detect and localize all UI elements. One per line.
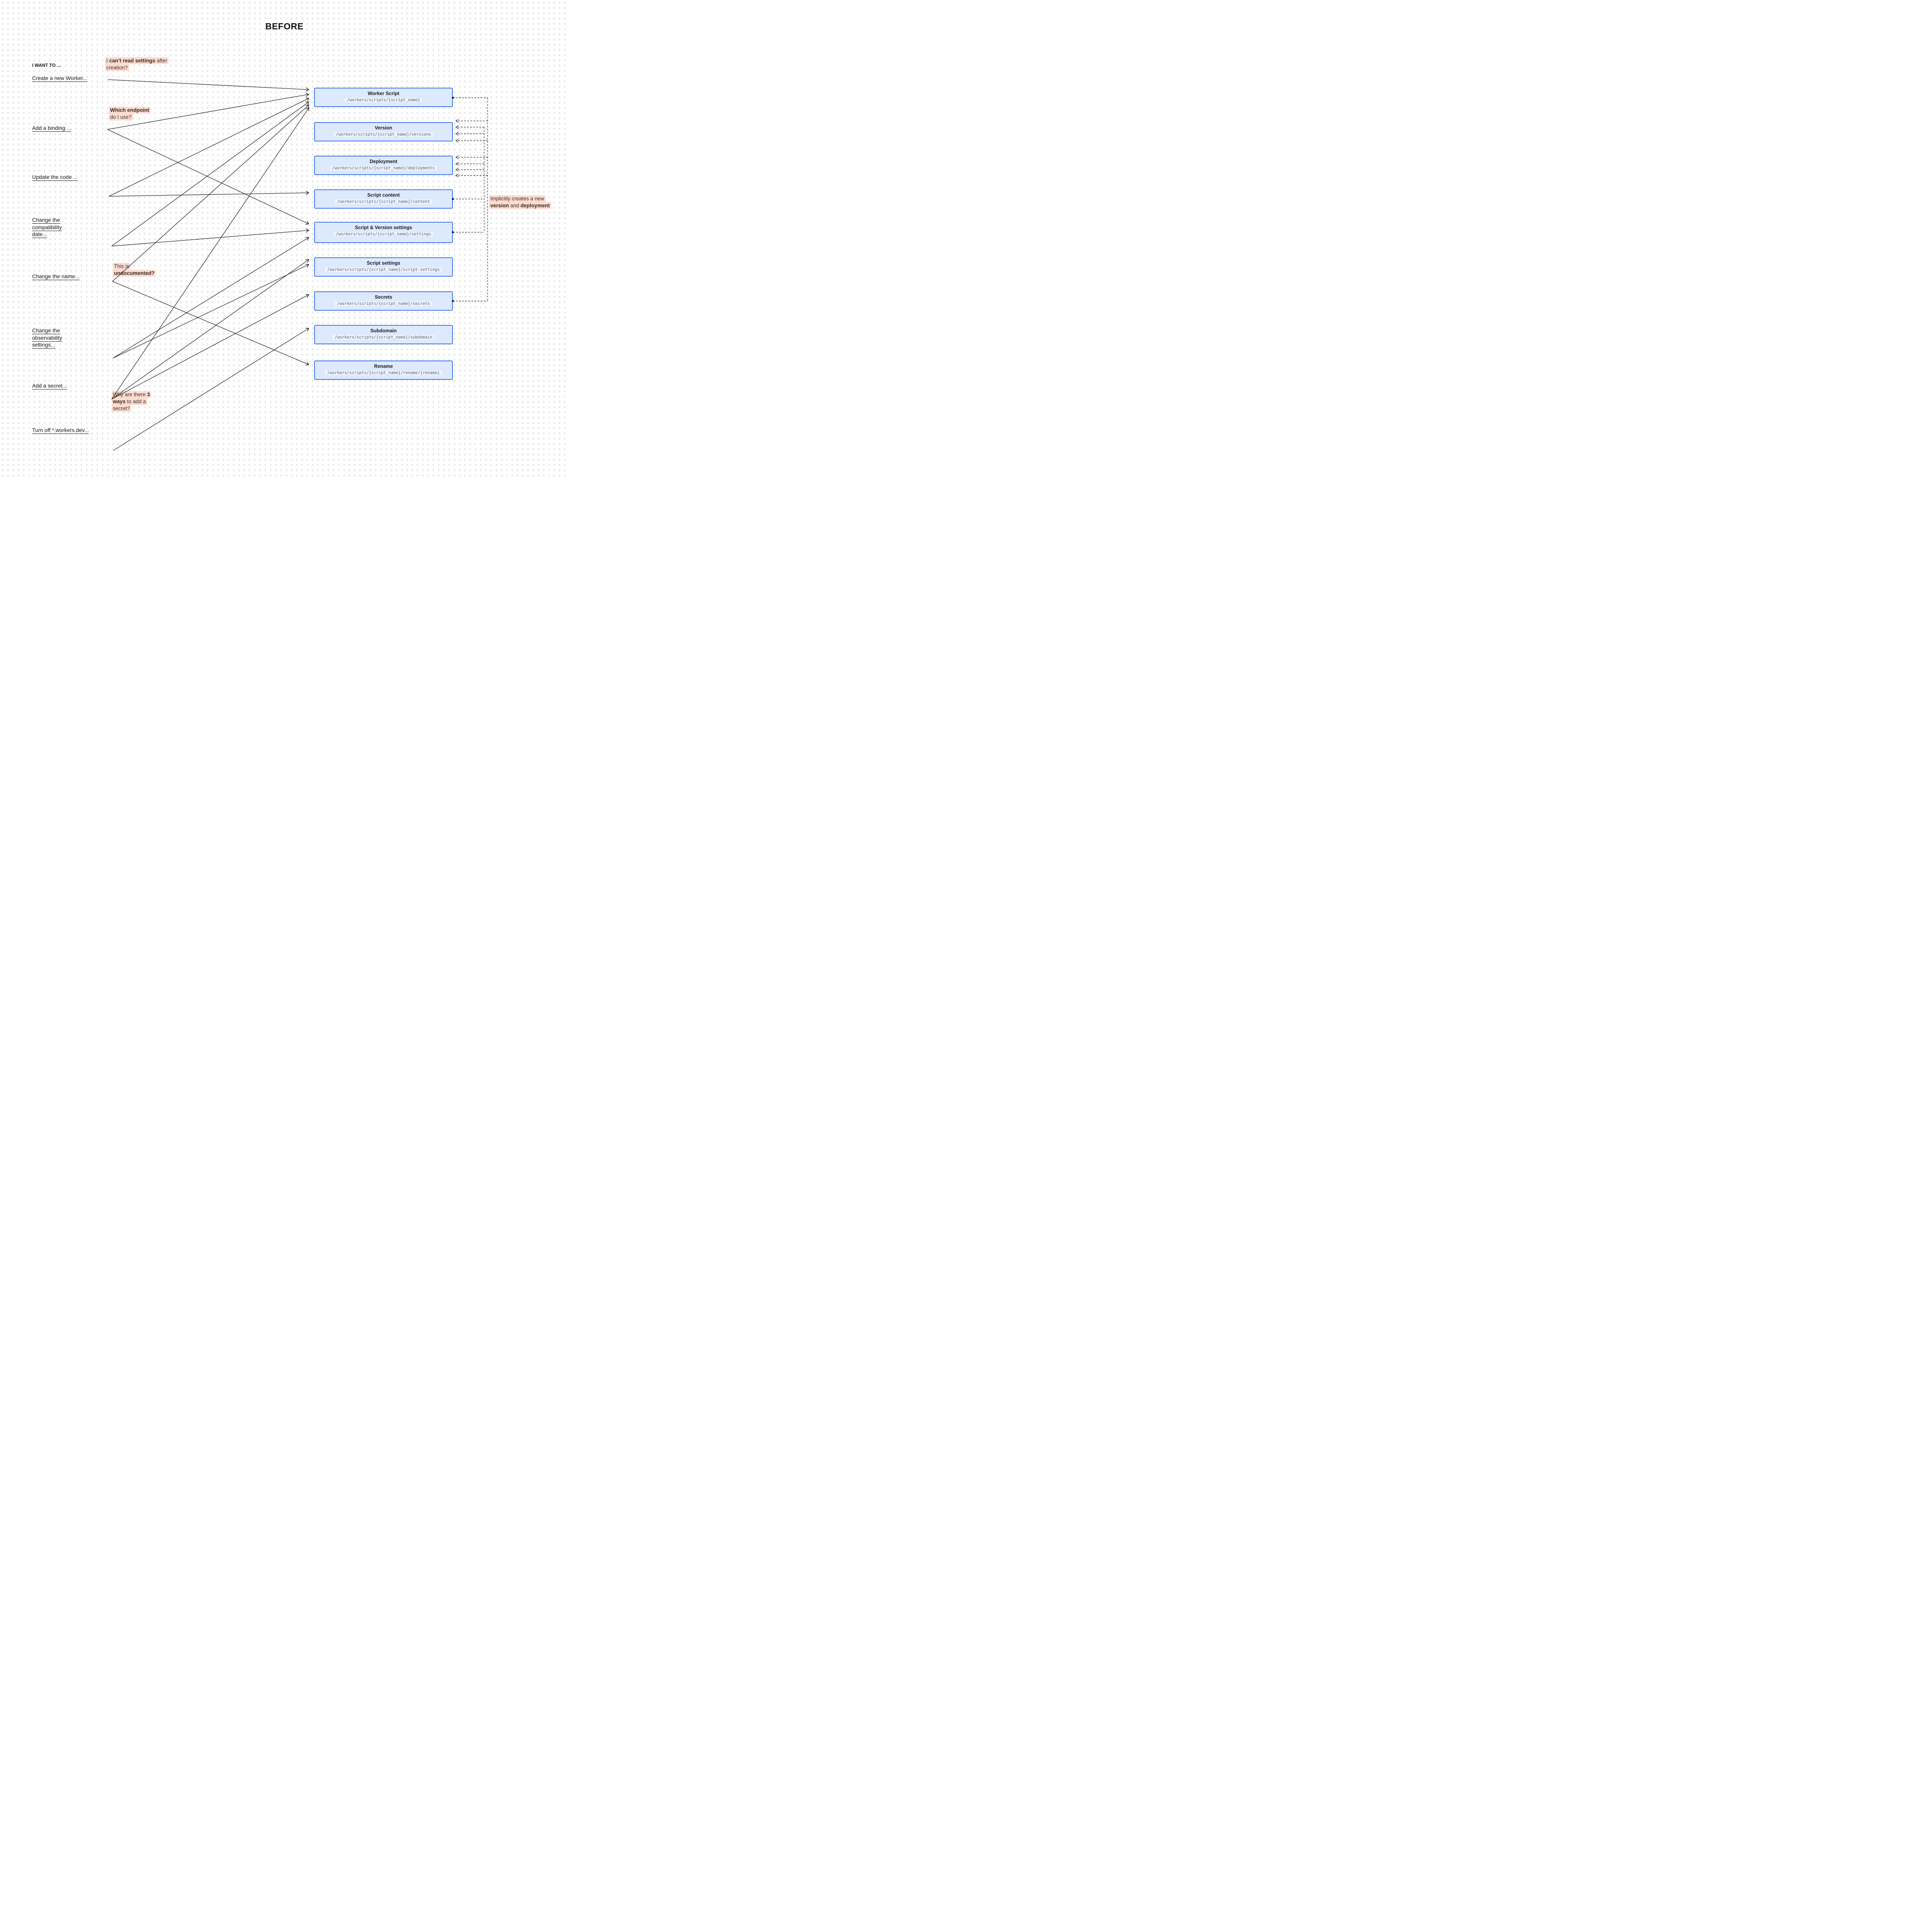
arrow-compat-to-svs xyxy=(111,228,310,247)
endpoint-box-worker-script: Worker Script/workers/scripts/{script_na… xyxy=(314,88,453,107)
task-link-create[interactable]: Create a new Worker... xyxy=(32,75,87,81)
endpoint-path: /workers/scripts/{script_name} xyxy=(344,98,423,102)
task-link-update[interactable]: Update the code ... xyxy=(32,174,78,180)
annotation-implicit: Implicitly creates a new version and dep… xyxy=(489,195,563,209)
endpoint-title: Script settings xyxy=(367,260,400,266)
endpoint-title: Worker Script xyxy=(367,91,400,96)
arrow-update-to-script-content xyxy=(109,190,310,197)
task-link-binding[interactable]: Add a binding ... xyxy=(32,125,71,131)
endpoint-path: /workers/scripts/{script_name}/script-se… xyxy=(325,267,442,272)
annotation-text: Implicitly creates a new xyxy=(490,196,544,201)
annotation-text: deployment xyxy=(520,202,550,208)
diagram-canvas: BEFORE I WANT TO ... Create a new Worker… xyxy=(0,0,569,477)
endpoint-box-svs: Script & Version settings/workers/script… xyxy=(314,222,453,243)
endpoint-title: Deployment xyxy=(369,159,398,164)
endpoint-path: /workers/scripts/{script_name}/content xyxy=(335,199,432,204)
arrow-compat-to-worker-script xyxy=(111,101,310,247)
endpoint-box-subdomain: Subdomain/workers/scripts/{script_name}/… xyxy=(314,325,453,344)
left-column-heading: I WANT TO ... xyxy=(32,63,61,68)
endpoint-box-rename: Rename/workers/scripts/{script_name}/ren… xyxy=(314,361,453,380)
annotation-text: after creation? xyxy=(106,58,167,70)
annotation-text: Which endpoint xyxy=(110,107,150,113)
endpoint-path: /workers/scripts/{script_name}/settings xyxy=(333,232,434,236)
endpoint-path: /workers/scripts/{script_name}/secrets xyxy=(335,301,432,306)
arrow-secret-to-secrets xyxy=(111,294,310,400)
endpoint-path: /workers/scripts/{script_name}/rename/{r… xyxy=(325,371,442,375)
arrow-name-to-rename xyxy=(112,281,310,366)
annotation-cant-read: I can’t read settings after creation? xyxy=(105,57,175,71)
endpoint-title: Script & Version settings xyxy=(355,225,412,230)
annotation-which-endpoint: Which endpoint do I use? xyxy=(109,106,151,121)
endpoint-title: Rename xyxy=(374,364,393,369)
endpoint-box-secrets: Secrets/workers/scripts/{script_name}/se… xyxy=(314,291,453,311)
task-link-turnoff[interactable]: Turn off *.workers.dev... xyxy=(32,427,89,433)
endpoint-title: Version xyxy=(374,125,393,131)
endpoint-title: Script content xyxy=(367,192,400,198)
annotation-text: This is xyxy=(114,263,129,269)
task-link-secret[interactable]: Add a secret... xyxy=(32,383,67,389)
task-link-compat[interactable]: Change the compatibility date... xyxy=(32,217,62,237)
endpoint-box-script-settings: Script settings/workers/scripts/{script_… xyxy=(314,257,453,277)
annotation-text: Why are there xyxy=(113,391,147,397)
annotation-undocumented: This is undocumented? xyxy=(113,262,156,277)
endpoint-path: /workers/scripts/{script_name}/deploymen… xyxy=(330,166,437,170)
endpoint-path: /workers/scripts/{script_name}/subdomain xyxy=(332,335,435,340)
annotation-text: can’t read settings xyxy=(109,58,155,63)
endpoint-path: /workers/scripts/{script_name}/versions xyxy=(333,132,434,137)
annotation-three-ways: Why are there 3 ways to add a secret? xyxy=(112,391,155,412)
edges-svg xyxy=(107,79,488,451)
diagram-title: BEFORE xyxy=(265,21,304,31)
annotation-text: version xyxy=(490,202,509,208)
arrow-secret-to-script-settings xyxy=(111,259,310,400)
arrow-create-to-worker-script xyxy=(107,79,310,92)
arrow-binding-to-svs xyxy=(107,129,310,225)
annotation-text: I xyxy=(106,58,109,63)
endpoint-box-version: Version/workers/scripts/{script_name}/ve… xyxy=(314,122,453,141)
arrow-observability-to-script-settings xyxy=(112,264,310,359)
task-link-observability[interactable]: Change the observability settings... xyxy=(32,327,62,348)
arrow-name-to-worker-script xyxy=(112,104,310,282)
arrow-observability-to-svs xyxy=(112,237,310,359)
endpoint-title: Secrets xyxy=(374,294,393,300)
annotation-text: and xyxy=(509,202,521,208)
annotation-text: undocumented? xyxy=(114,270,155,276)
endpoint-box-script-content: Script content/workers/scripts/{script_n… xyxy=(314,189,453,209)
endpoint-box-deployment: Deployment/workers/scripts/{script_name}… xyxy=(314,156,453,175)
annotation-text: do I use? xyxy=(110,114,132,120)
endpoint-title: Subdomain xyxy=(370,328,397,333)
task-link-name[interactable]: Change the name... xyxy=(32,273,80,279)
arrow-turnoff-to-subdomain xyxy=(113,328,310,451)
arrow-secret-to-worker-script xyxy=(111,107,310,400)
